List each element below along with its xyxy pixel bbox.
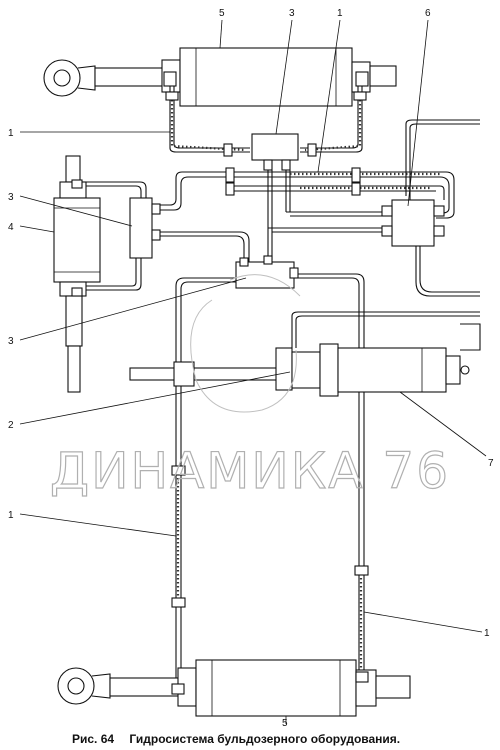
left-cylinder xyxy=(53,155,101,393)
label-bottom-right-hose: 1 xyxy=(484,628,490,639)
label-lift-rod: 2 xyxy=(8,420,14,431)
label-valve: 6 xyxy=(425,8,431,19)
caption-figure-number: Рис. 64 xyxy=(72,732,114,746)
watermark: ДИНАМИКА 76 xyxy=(49,274,450,501)
watermark-text: ДИНАМИКА 76 xyxy=(50,442,450,500)
label-left-cylinder: 4 xyxy=(8,222,14,233)
lower-hoses xyxy=(171,465,369,690)
top-tee xyxy=(251,133,299,171)
leader-lines xyxy=(19,19,487,724)
label-top-tee: 3 xyxy=(289,8,295,19)
top-cylinder xyxy=(43,47,397,107)
top-hoses xyxy=(165,86,367,157)
control-valve xyxy=(381,119,480,297)
label-lift-cylinder: 7 xyxy=(488,458,494,469)
callout-labels: 5 3 1 6 1 3 4 3 2 7 1 1 5 xyxy=(8,8,494,729)
lift-cylinder xyxy=(129,311,481,397)
pipe-bundle xyxy=(150,167,455,262)
label-mid-tee: 3 xyxy=(8,336,14,347)
label-upper-left-hose: 1 xyxy=(8,128,14,139)
bottom-cylinder xyxy=(57,659,411,717)
label-left-tee: 3 xyxy=(8,192,14,203)
left-tee xyxy=(86,181,161,291)
figure-caption: Рис. 64 Гидросистема бульдозерного обору… xyxy=(72,732,400,746)
label-bottom-left-hose: 1 xyxy=(8,510,14,521)
label-top-hose: 1 xyxy=(337,8,343,19)
label-top-cylinder: 5 xyxy=(219,8,225,19)
svg-text:Рис. 64 Гидросистема бул: Рис. 64 Гидросистема бульдозерного обору… xyxy=(72,732,400,746)
caption-title: Гидросистема бульдозерного оборудования. xyxy=(129,732,400,746)
label-bottom-cylinder: 5 xyxy=(282,718,288,729)
